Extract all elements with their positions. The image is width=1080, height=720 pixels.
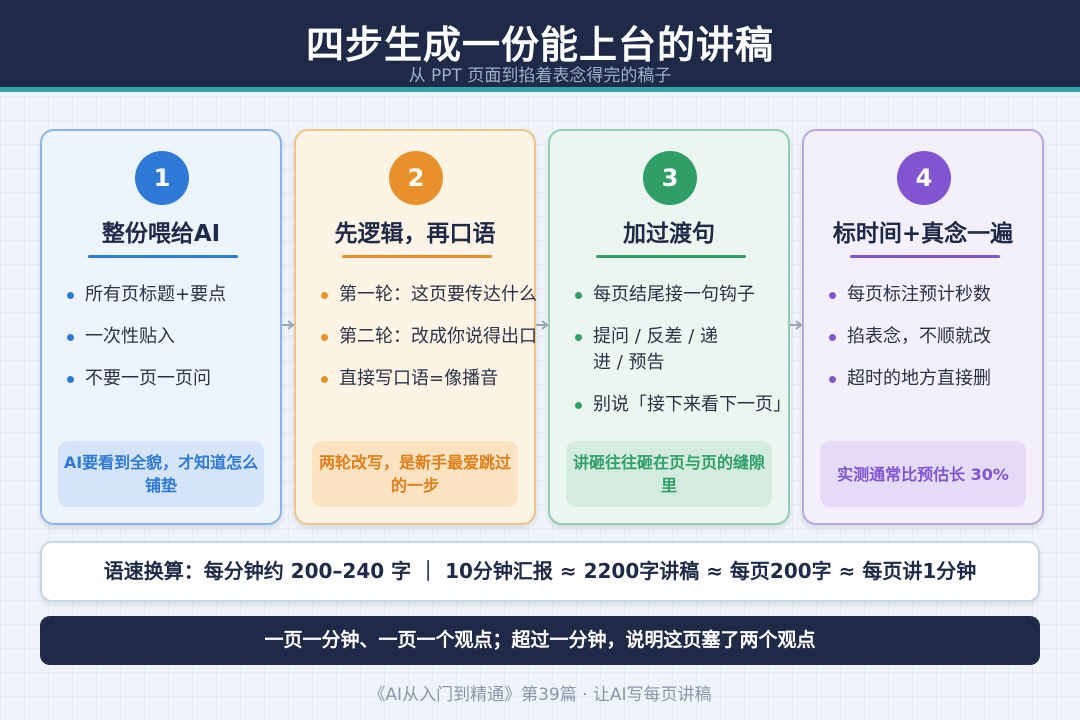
footer-caption: 《AI从入门到精通》第39篇 · 让AI写每页讲稿: [368, 685, 712, 705]
bullet-dot-icon: [575, 292, 582, 299]
bullet-item: 掐表念，不顺就改: [829, 324, 1059, 350]
bullet-dot-icon: [67, 376, 74, 383]
bullet-dot-icon: [67, 334, 74, 341]
step-note: 讲砸往往砸在页与页的缝隙里: [566, 441, 772, 507]
bullet-item: 一次性贴入: [67, 324, 297, 350]
bullet-dot-icon: [829, 376, 836, 383]
step-number-badge: 2: [389, 151, 443, 205]
step-number-badge: 4: [897, 151, 951, 205]
bullet-item: 每页结尾接一句钩子: [575, 282, 805, 308]
speech-rate-formula: 语速换算：每分钟约 200–240 字 ｜ 10分钟汇报 ≈ 2200字讲稿 ≈…: [40, 541, 1040, 602]
step-bullet-list: 每页结尾接一句钩子 提问 / 反差 / 递进 / 预告 别说「接下来看下一页」: [575, 282, 805, 434]
step-number-badge: 3: [643, 151, 697, 205]
step-number-badge: 1: [135, 151, 189, 205]
arrow-right-icon: [790, 320, 803, 330]
title-underline: [850, 255, 1000, 258]
bullet-item: 不要一页一页问: [67, 366, 297, 392]
step-note: AI要看到全貌，才知道怎么铺垫: [58, 441, 264, 507]
step-card-1: 1 整份喂给AI 所有页标题+要点 一次性贴入 不要一页一页问 AI要看到全貌，…: [40, 129, 282, 525]
step-card-4: 4 标时间+真念一遍 每页标注预计秒数 掐表念，不顺就改 超时的地方直接删 实测…: [802, 129, 1044, 525]
bullet-dot-icon: [67, 292, 74, 299]
bullet-item: 超时的地方直接删: [829, 366, 1059, 392]
step-title: 整份喂给AI: [101, 221, 221, 247]
step-card-2: 2 先逻辑，再口语 第一轮：这页要传达什么 第二轮：改成你说得出口 直接写口语=…: [294, 129, 537, 525]
bullet-dot-icon: [829, 334, 836, 341]
page-subtitle: 从 PPT 页面到掐着表念得完的稿子: [408, 66, 672, 86]
title-underline: [342, 255, 492, 258]
step-title: 先逻辑，再口语: [334, 221, 496, 247]
bullet-item: 别说「接下来看下一页」: [575, 392, 805, 418]
step-title: 加过渡句: [623, 221, 715, 247]
bullet-item: 直接写口语=像播音: [321, 366, 551, 392]
step-bullet-list: 所有页标题+要点 一次性贴入 不要一页一页问: [67, 282, 297, 408]
step-note: 两轮改写，是新手最爱跳过的一步: [312, 441, 518, 507]
step-card-3: 3 加过渡句 每页结尾接一句钩子 提问 / 反差 / 递进 / 预告 别说「接下…: [548, 129, 791, 525]
bullet-item: 提问 / 反差 / 递进 / 预告: [575, 324, 725, 376]
bullet-dot-icon: [575, 402, 582, 409]
title-underline: [88, 255, 238, 258]
step-bullet-list: 每页标注预计秒数 掐表念，不顺就改 超时的地方直接删: [829, 282, 1059, 408]
page-title: 四步生成一份能上台的讲稿: [305, 23, 774, 67]
bullet-dot-icon: [575, 334, 582, 341]
arrow-right-icon: [536, 320, 549, 330]
bullet-dot-icon: [829, 292, 836, 299]
arrow-right-icon: [282, 320, 295, 330]
bullet-item: 第二轮：改成你说得出口: [321, 324, 551, 350]
bullet-item: 每页标注预计秒数: [829, 282, 1059, 308]
step-bullet-list: 第一轮：这页要传达什么 第二轮：改成你说得出口 直接写口语=像播音: [321, 282, 551, 408]
step-title: 标时间+真念一遍: [832, 221, 1014, 247]
bullet-dot-icon: [321, 292, 328, 299]
bullet-dot-icon: [321, 376, 328, 383]
bullet-item: 所有页标题+要点: [67, 282, 297, 308]
key-takeaway-banner: 一页一分钟、一页一个观点；超过一分钟，说明这页塞了两个观点: [40, 616, 1040, 665]
title-underline: [596, 255, 746, 258]
bullet-dot-icon: [321, 334, 328, 341]
step-note: 实测通常比预估长 30%: [820, 441, 1026, 507]
bullet-item: 第一轮：这页要传达什么: [321, 282, 551, 308]
header: 四步生成一份能上台的讲稿 从 PPT 页面到掐着表念得完的稿子: [0, 0, 1080, 92]
